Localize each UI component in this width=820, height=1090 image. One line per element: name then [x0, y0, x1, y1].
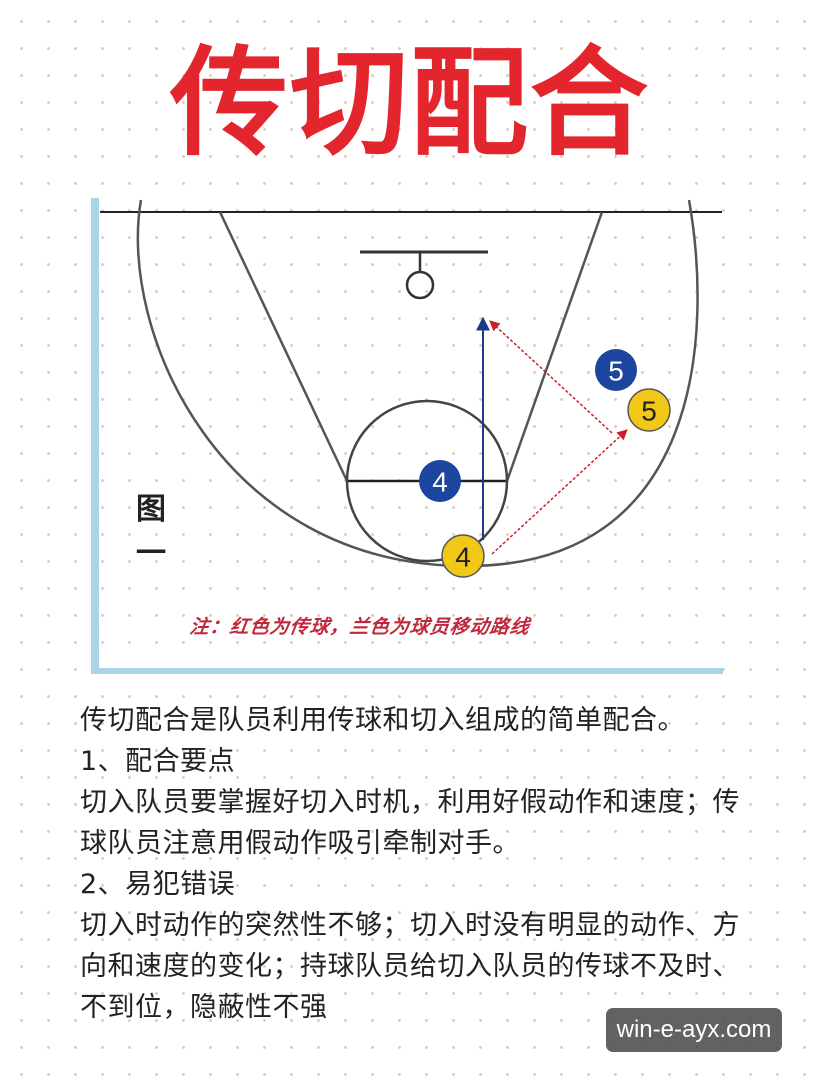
diagram-note: 注：红色为传球，兰色为球员移动路线 [188, 616, 532, 638]
player-yellow-4-number: 4 [455, 542, 471, 573]
free-throw-circle [345, 399, 509, 563]
figure-label-char-1: 图 [136, 492, 166, 527]
description: 传切配合是队员利用传球和切入组成的简单配合。 1、配合要点 切入队员要掌握好切入… [80, 700, 760, 1028]
lane-line-left [218, 211, 349, 482]
figure-label-char-2: 一 [136, 536, 166, 571]
pass-line-4-to-5 [491, 429, 628, 555]
watermark: win-e-ayx.com [606, 1008, 782, 1052]
player-blue-4: 4 [419, 460, 461, 502]
rim [405, 270, 435, 300]
pass-line-5-to-4 [489, 320, 613, 434]
section1-heading: 1、配合要点 [80, 746, 236, 777]
player-yellow-4: 4 [441, 534, 485, 578]
court-bottom-border [91, 668, 723, 674]
player-yellow-5-number: 5 [641, 396, 657, 427]
section1-body: 切入队员要掌握好切入时机，利用好假动作和速度；传球队员注意用假动作吸引牵制对手。 [80, 787, 740, 859]
court-left-border [91, 198, 99, 674]
page-title: 传切配合 [169, 34, 650, 172]
intro-text: 传切配合是队员利用传球和切入组成的简单配合。 [80, 705, 685, 736]
section2-body: 切入时动作的突然性不够；切入时没有明显的动作、方向和速度的变化；持球队员给切入队… [80, 910, 740, 1023]
player-blue-5-number: 5 [608, 356, 624, 387]
player-yellow-5: 5 [627, 388, 671, 432]
section2-heading: 2、易犯错误 [80, 869, 236, 900]
player-blue-5: 5 [595, 349, 637, 391]
lane-line-right [505, 211, 604, 482]
player-blue-4-number: 4 [432, 467, 448, 498]
figure-label: 图 一 [126, 488, 176, 576]
court-diagram: 4 5 4 5 [91, 198, 723, 674]
